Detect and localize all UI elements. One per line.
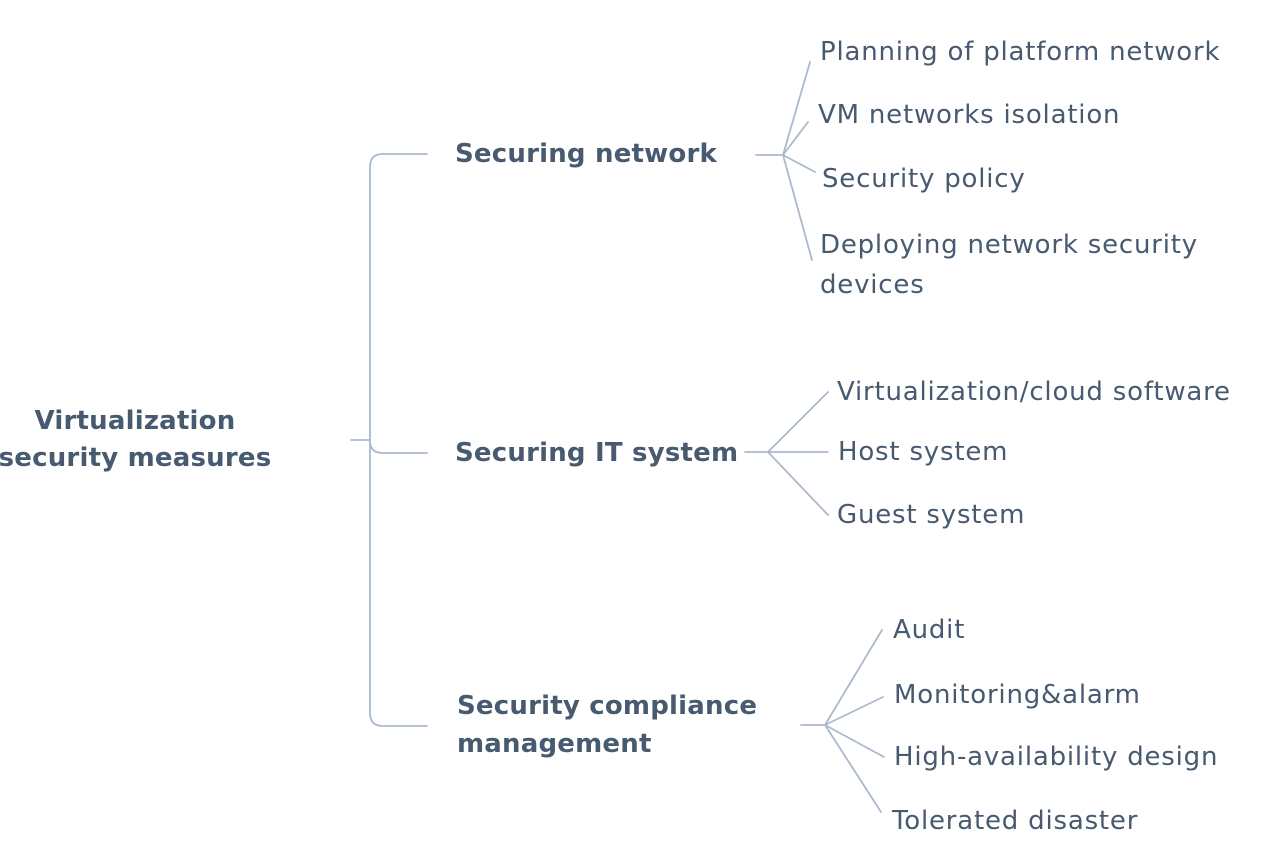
branch3-ray-4	[824, 724, 882, 813]
leaf-planning-of-platform-network: Planning of platform network	[820, 37, 1221, 67]
branch-security-compliance-management: Security compliance management	[457, 691, 758, 759]
branch3-ray-3	[824, 724, 885, 758]
leaf-audit: Audit	[893, 615, 966, 645]
branch2-ray-1	[767, 391, 829, 453]
branch-securing-it-system: Securing IT system	[455, 438, 739, 468]
leaf-guest-system: Guest system	[837, 500, 1026, 530]
branch1-ray-4	[782, 154, 813, 261]
branch1-ray-3	[782, 154, 816, 173]
branch1-ray-1	[782, 61, 811, 156]
branch-securing-network: Securing network	[455, 139, 717, 169]
branch1-ray-2	[782, 121, 809, 156]
leaf-vm-networks-isolation: VM networks isolation	[818, 100, 1121, 130]
trunk-line	[369, 153, 428, 727]
leaf-virtualization-cloud-software: Virtualization/cloud software	[837, 377, 1231, 407]
branch3-ray-2	[824, 696, 884, 726]
leaf-high-availability-design: High-availability design	[894, 742, 1219, 772]
root-node-virtualization-security-measures: Virtualization security measures	[0, 406, 272, 473]
branch2-connector	[369, 440, 428, 454]
leaf-monitoring-alarm: Monitoring&alarm	[894, 680, 1141, 710]
leaf-host-system: Host system	[838, 437, 1009, 467]
leaf-tolerated-disaster: Tolerated disaster	[892, 806, 1139, 836]
leaf-security-policy: Security policy	[822, 164, 1026, 194]
leaf-deploying-network-security-devices: Deploying network security devices	[820, 230, 1198, 300]
branch3-ray-1	[824, 629, 883, 726]
branch2-ray-3	[767, 451, 829, 516]
